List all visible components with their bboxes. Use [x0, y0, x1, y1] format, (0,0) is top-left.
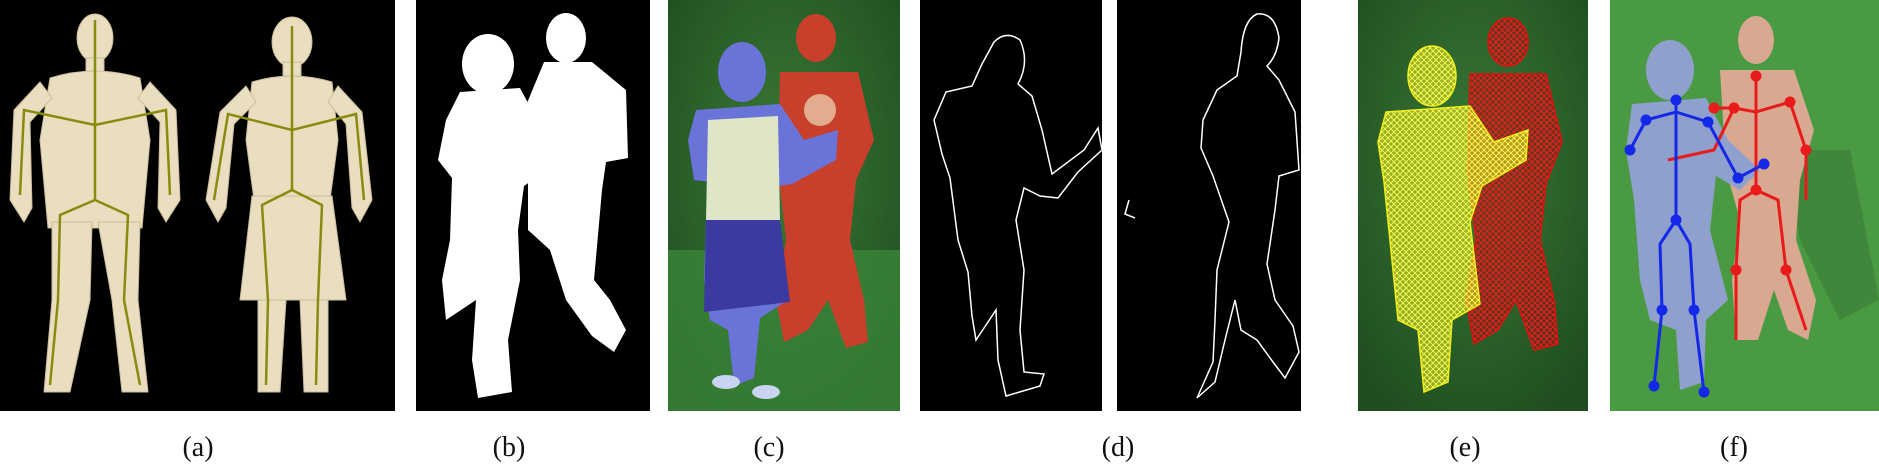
panel-b-silhouettes	[416, 0, 650, 411]
blue-body	[1626, 40, 1760, 390]
blue-skeleton	[1624, 94, 1770, 398]
man-contour-illustration	[1124, 13, 1300, 399]
silhouette-mask-illustration	[438, 13, 628, 398]
woman-contour	[933, 34, 1102, 397]
woman-patterned-skirt	[704, 220, 790, 312]
woman-contour-illustration	[933, 34, 1102, 397]
caption-f: (f)	[1720, 432, 1748, 463]
caption-c: (c)	[753, 432, 785, 463]
red-skeleton	[1667, 70, 1812, 340]
caption-b: (b)	[492, 432, 526, 463]
wireframe-overlay-illustration	[1358, 0, 1588, 411]
caption-a: (a)	[182, 432, 214, 463]
male-skeleton	[18, 20, 172, 386]
woman-white-top	[706, 116, 780, 222]
panel-c-segmentation-frame	[668, 0, 900, 411]
template-meshes-illustration	[9, 13, 373, 393]
panel-d-contour-left	[920, 0, 1102, 411]
panel-f-skeleton-render	[1610, 0, 1879, 411]
panel-e-wireframe-overlay	[1358, 0, 1588, 411]
woman-yellow-wireframe	[1377, 45, 1529, 394]
panel-d-contour-right	[1117, 0, 1301, 411]
caption-e: (e)	[1449, 432, 1481, 463]
skeleton-render-illustration	[1624, 16, 1879, 398]
female-mesh	[205, 16, 373, 393]
segmentation-frame-illustration	[668, 0, 900, 411]
peach-body	[1720, 16, 1816, 340]
silhouette-shapes	[438, 13, 628, 398]
panel-a-template-meshes	[0, 0, 395, 411]
female-skeleton	[212, 26, 366, 386]
man-contour	[1196, 13, 1300, 399]
shirt-print	[804, 94, 836, 126]
caption-d: (d)	[1101, 432, 1135, 463]
